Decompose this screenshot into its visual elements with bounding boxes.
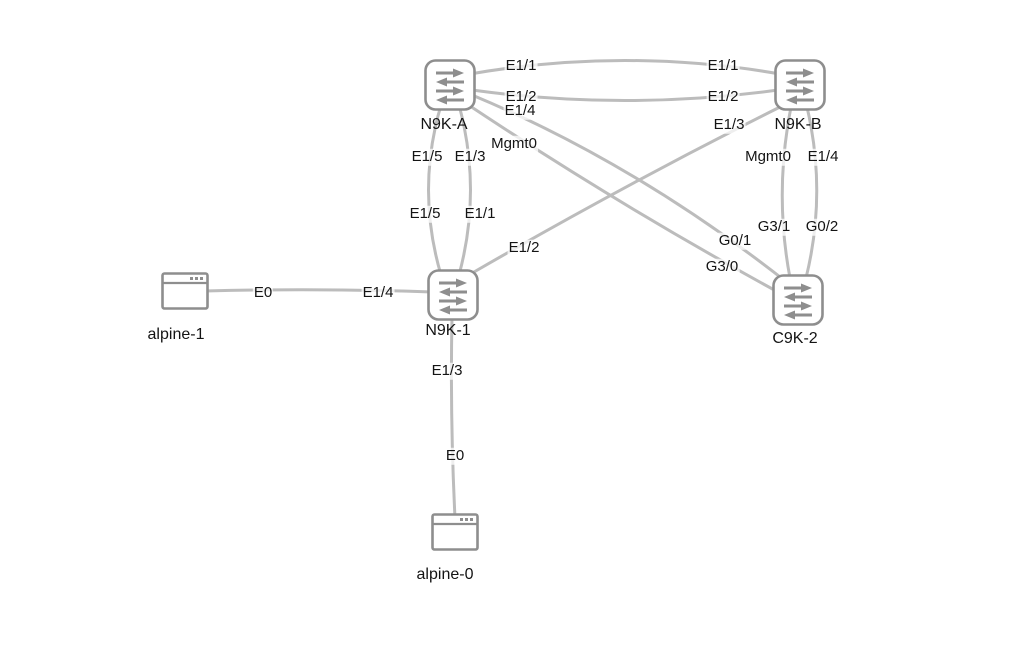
node-n9k-a[interactable] xyxy=(424,59,476,111)
node-alpine-1[interactable] xyxy=(161,272,209,310)
node-label-n9k-b: N9K-B xyxy=(774,116,822,133)
link-alpine-1-n9k-1[interactable] xyxy=(203,288,434,294)
if-label-n9k-b-e1-2: E1/2 xyxy=(706,87,740,106)
node-label-alpine-0: alpine-0 xyxy=(416,566,474,583)
node-label-c9k-2: C9K-2 xyxy=(772,330,818,347)
host-icon xyxy=(431,513,479,551)
if-label-n9k-a-e1-1: E1/1 xyxy=(504,56,538,75)
if-label-n9k-b-e1-1: E1/1 xyxy=(706,56,740,75)
if-label-n9k-1-e1-5: E1/5 xyxy=(408,204,442,223)
if-label-n9k-b-mgmt0: Mgmt0 xyxy=(744,147,792,166)
if-label-n9k-a-mgmt0: Mgmt0 xyxy=(490,134,538,153)
if-label-c9k-2-g3-0: G3/0 xyxy=(704,257,740,276)
link-n9k-a-n9k-1-b[interactable] xyxy=(457,103,472,277)
if-label-n9k-1-e1-3: E1/3 xyxy=(430,361,464,380)
switch-icon xyxy=(427,269,479,321)
node-n9k-1[interactable] xyxy=(427,269,479,321)
if-label-n9k-1-e1-1: E1/1 xyxy=(463,204,497,223)
node-label-n9k-a: N9K-A xyxy=(420,116,468,133)
if-label-n9k-b-e1-4: E1/4 xyxy=(806,147,840,166)
if-label-c9k-2-g3-1: G3/1 xyxy=(756,217,792,236)
switch-icon xyxy=(774,59,826,111)
if-label-n9k-a-e1-5: E1/5 xyxy=(410,147,444,166)
host-icon xyxy=(161,272,209,310)
if-label-n9k-a-e1-4: E1/4 xyxy=(503,101,537,120)
link-n9k-b-c9k-2-1[interactable] xyxy=(780,105,793,280)
if-label-n9k-1-e1-2: E1/2 xyxy=(507,238,541,257)
if-label-alpine-0-e0: E0 xyxy=(444,446,466,465)
if-label-n9k-b-e1-3: E1/3 xyxy=(712,115,746,134)
node-n9k-b[interactable] xyxy=(774,59,826,111)
if-label-n9k-1-e1-4: E1/4 xyxy=(361,283,395,302)
switch-icon xyxy=(424,59,476,111)
node-label-alpine-1: alpine-1 xyxy=(147,326,205,343)
switch-icon xyxy=(772,274,824,326)
if-label-c9k-2-g0-2: G0/2 xyxy=(804,217,840,236)
link-n9k-b-c9k-2-2[interactable] xyxy=(804,105,819,280)
node-label-n9k-1: N9K-1 xyxy=(425,322,471,339)
if-label-c9k-2-g0-1: G0/1 xyxy=(717,231,753,250)
link-n9k-1-alpine-0[interactable] xyxy=(449,314,457,520)
if-label-alpine-1-e0: E0 xyxy=(252,283,274,302)
node-c9k-2[interactable] xyxy=(772,274,824,326)
link-n9k-a-n9k-1-a[interactable] xyxy=(427,103,443,277)
if-label-n9k-a-e1-3: E1/3 xyxy=(453,147,487,166)
if-label-n9k-a-e1-2: E1/2 xyxy=(504,87,538,106)
node-alpine-0[interactable] xyxy=(431,513,479,551)
